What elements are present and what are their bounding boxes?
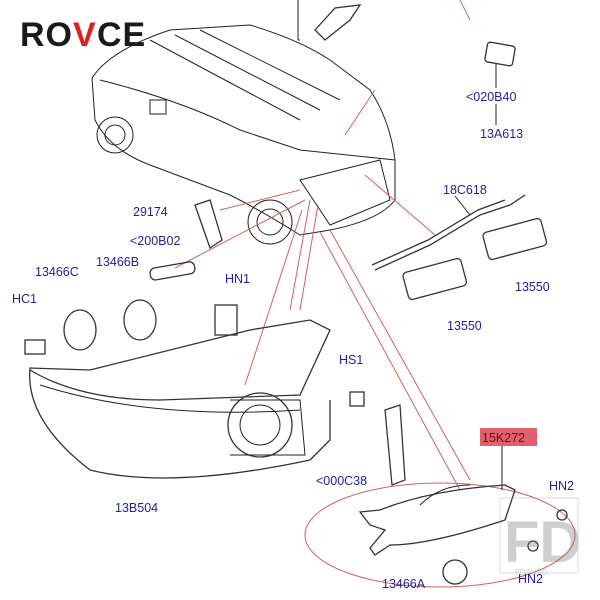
label-15k272: 15K272 [482, 431, 525, 445]
harness-and-lamps [371, 194, 548, 301]
label-18c618: 18C618 [443, 183, 487, 197]
svg-text:FDAUTO: FDAUTO [515, 568, 548, 577]
inset-box [297, 0, 516, 125]
label-200b02: <200B02 [130, 234, 180, 248]
label-hn2-bottom: HN2 [518, 572, 543, 586]
svg-text:RO: RO [20, 16, 73, 54]
label-13550-right: 13550 [515, 280, 550, 294]
highlight-15k272 [480, 428, 537, 446]
fdauto-watermark: FD FDAUTO [499, 497, 581, 577]
label-020b40: <020B40 [466, 90, 516, 104]
label-13a613: 13A613 [480, 127, 523, 141]
label-13466c: 13466C [35, 265, 79, 279]
label-hn1: HN1 [225, 272, 250, 286]
label-13466b: 13466B [96, 255, 139, 269]
rear-fog-lamp-assembly [29, 319, 331, 479]
label-000c38: <000C38 [316, 474, 367, 488]
label-hc1: HC1 [12, 292, 37, 306]
leader-lines [174, 89, 576, 588]
rovce-logo: RO V CE [20, 16, 146, 54]
label-13550-left: 13550 [447, 319, 482, 333]
vehicle-outline [91, 24, 396, 245]
svg-text:V: V [73, 16, 97, 54]
label-13466a: 13466A [382, 577, 426, 591]
label-hs1: HS1 [339, 353, 363, 367]
label-29174: 29174 [133, 205, 168, 219]
small-parts [24, 199, 406, 486]
svg-text:CE: CE [97, 16, 146, 54]
svg-text:FD: FD [504, 510, 581, 575]
label-hn2-top: HN2 [549, 479, 574, 493]
label-13b504: 13B504 [115, 501, 158, 515]
reflector-15k272 [358, 446, 568, 585]
